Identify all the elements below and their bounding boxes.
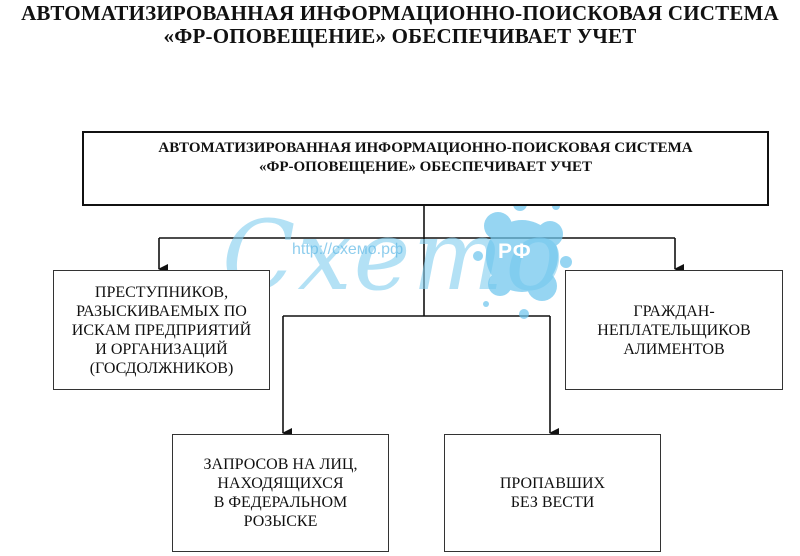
node-line: (ГОСДОЛЖНИКОВ) (89, 359, 234, 377)
root-node-line-1: АВТОМАТИЗИРОВАННАЯ ИНФОРМАЦИОННО-ПОИСКОВ… (158, 140, 693, 156)
node-fugitives: ПРЕСТУПНИКОВ, РАЗЫСКИВАЕМЫХ ПО ИСКАМ ПРЕ… (53, 270, 270, 390)
node-line: ИСКАМ ПРЕДПРИЯТИЙ (71, 321, 252, 339)
page-title: АВТОМАТИЗИРОВАННАЯ ИНФОРМАЦИОННО-ПОИСКОВ… (0, 2, 800, 48)
node-line: ПРОПАВШИХ (499, 475, 606, 492)
page-title-line-1: АВТОМАТИЗИРОВАННАЯ ИНФОРМАЦИОННО-ПОИСКОВ… (21, 1, 779, 25)
node-alimony-defaulters: ГРАЖДАН- НЕПЛАТЕЛЬЩИКОВ АЛИМЕНТОВ (565, 270, 783, 390)
node-line: НАХОДЯЩИХСЯ (217, 475, 344, 492)
node-line: И ОРГАНИЗАЦИЙ (95, 340, 228, 358)
node-federal-search-requests: ЗАПРОСОВ НА ЛИЦ, НАХОДЯЩИХСЯ В ФЕДЕРАЛЬН… (172, 434, 389, 552)
node-line: АЛИМЕНТОВ (623, 340, 725, 358)
node-line: РАЗЫСКИВАЕМЫХ ПО (76, 302, 247, 320)
node-line: РОЗЫСКЕ (243, 513, 318, 530)
node-line: ПРЕСТУПНИКОВ, (94, 283, 229, 301)
node-missing-persons: ПРОПАВШИХ БЕЗ ВЕСТИ (444, 434, 661, 552)
node-line: НЕПЛАТЕЛЬЩИКОВ (597, 321, 751, 339)
root-node: АВТОМАТИЗИРОВАННАЯ ИНФОРМАЦИОННО-ПОИСКОВ… (82, 131, 769, 206)
node-line: В ФЕДЕРАЛЬНОМ (213, 494, 348, 511)
root-node-line-2: «ФР-ОПОВЕЩЕНИЕ» ОБЕСПЕЧИВАЕТ УЧЕТ (258, 159, 593, 175)
node-line: ГРАЖДАН- (633, 302, 715, 320)
node-line: ЗАПРОСОВ НА ЛИЦ, (203, 456, 358, 473)
node-line: БЕЗ ВЕСТИ (510, 494, 595, 511)
page-title-line-2: «ФР-ОПОВЕЩЕНИЕ» ОБЕСПЕЧИВАЕТ УЧЕТ (163, 24, 637, 48)
